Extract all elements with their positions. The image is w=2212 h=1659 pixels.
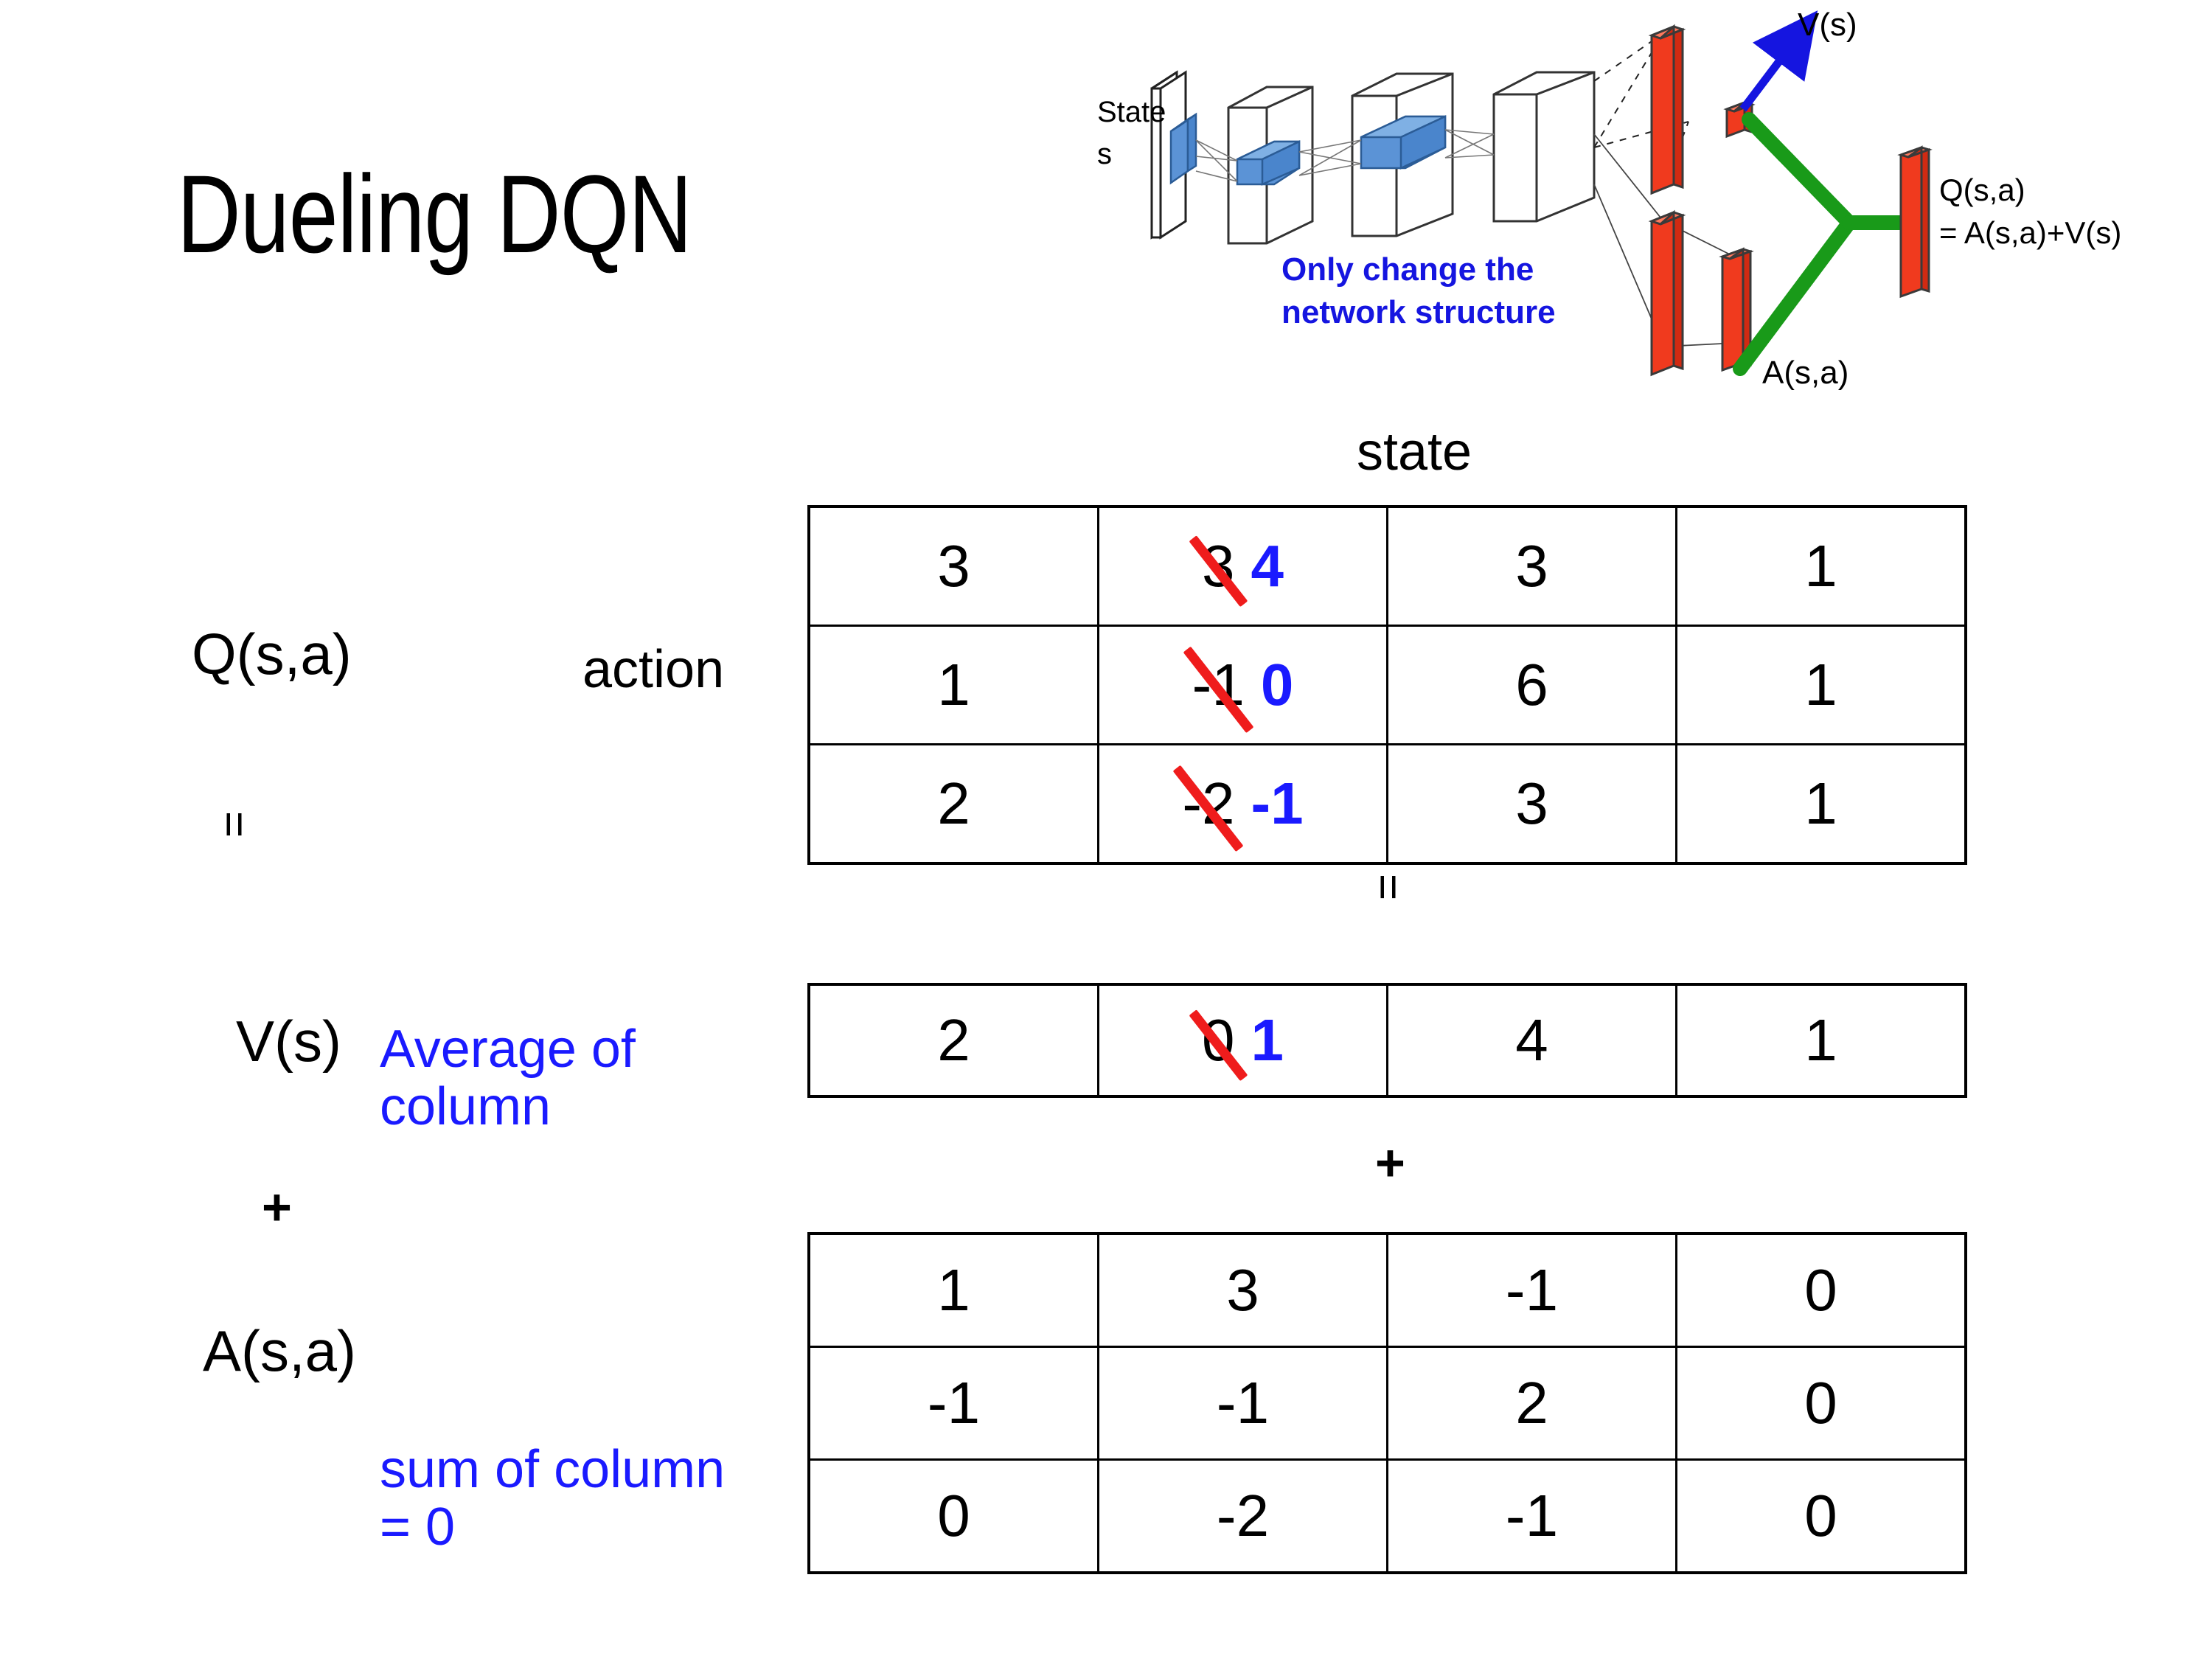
action-axis-label: action	[582, 640, 725, 699]
table-cell[interactable]: 1	[807, 1232, 1099, 1348]
diagram-output-label-line2: = A(s,a)+V(s)	[1939, 215, 2121, 250]
table-cell[interactable]: -1	[1386, 1232, 1677, 1348]
edited-cell: -2-1	[1182, 770, 1303, 838]
diagram-input-label-line2: s	[1097, 138, 1112, 170]
diagram-input-label-line1: State	[1097, 96, 1166, 128]
diagram-value-label: V(s)	[1798, 7, 1857, 43]
diagram-output-label-line1: Q(s,a)	[1939, 173, 2025, 207]
state-axis-label: state	[1357, 422, 1472, 481]
struck-old-value: -2	[1182, 771, 1235, 836]
struck-old-value: -1	[1192, 652, 1245, 717]
plus-sign-left: +	[262, 1178, 292, 1236]
equals-sign-left: =	[209, 811, 260, 838]
table-cell[interactable]: 1	[1675, 505, 1967, 627]
table-cell[interactable]: 2	[807, 983, 1099, 1098]
table-cell[interactable]: -2-1	[1097, 743, 1388, 865]
table-cell[interactable]: 0	[1675, 1232, 1967, 1348]
table-cell[interactable]: 6	[1386, 625, 1677, 745]
table-cell[interactable]: 2	[1386, 1346, 1677, 1461]
table-cell[interactable]: 1	[1675, 983, 1967, 1098]
table-cell[interactable]: 1	[1675, 743, 1967, 865]
table-cell[interactable]: 1	[807, 625, 1099, 745]
table-cell[interactable]: 3	[1386, 743, 1677, 865]
table-cell[interactable]: 1	[1675, 625, 1967, 745]
table-cell[interactable]: 3	[1097, 1232, 1388, 1348]
struck-old-value: 3	[1202, 533, 1235, 599]
plus-sign-center: +	[1375, 1134, 1405, 1192]
average-of-column-note: Average of column	[380, 1020, 636, 1136]
table-cell[interactable]: 4	[1386, 983, 1677, 1098]
updated-value: 1	[1251, 1007, 1284, 1073]
table-cell[interactable]: 2	[807, 743, 1099, 865]
table-cell[interactable]: 0	[1675, 1346, 1967, 1461]
table-cell[interactable]: -1	[1386, 1458, 1677, 1574]
diagram-note-line1: Only change the	[1281, 251, 1534, 288]
updated-value: 0	[1260, 652, 1294, 717]
page-title: Dueling DQN	[177, 152, 692, 276]
diagram-advantage-label: A(s,a)	[1762, 355, 1848, 391]
table-cell[interactable]: -2	[1097, 1458, 1388, 1574]
updated-value: -1	[1251, 771, 1304, 836]
table-cell[interactable]: -1	[807, 1346, 1099, 1461]
dueling-network-diagram: State s Only change the network structur…	[1084, 0, 2212, 413]
a-table-label: A(s,a)	[203, 1318, 357, 1383]
table-cell[interactable]: 0	[1675, 1458, 1967, 1574]
table-cell[interactable]: -1	[1097, 1346, 1388, 1461]
table-cell[interactable]: 0	[807, 1458, 1099, 1574]
struck-old-value: 0	[1202, 1007, 1235, 1073]
updated-value: 4	[1251, 533, 1284, 599]
table-cell[interactable]: 3	[1386, 505, 1677, 627]
table-cell[interactable]: 3	[807, 505, 1099, 627]
diagram-note-line2: network structure	[1281, 294, 1556, 330]
equals-sign-center: =	[1363, 874, 1413, 901]
sum-of-column-note: sum of column = 0	[380, 1440, 726, 1557]
q-table-label: Q(s,a)	[192, 622, 352, 686]
v-table-label: V(s)	[236, 1009, 341, 1074]
